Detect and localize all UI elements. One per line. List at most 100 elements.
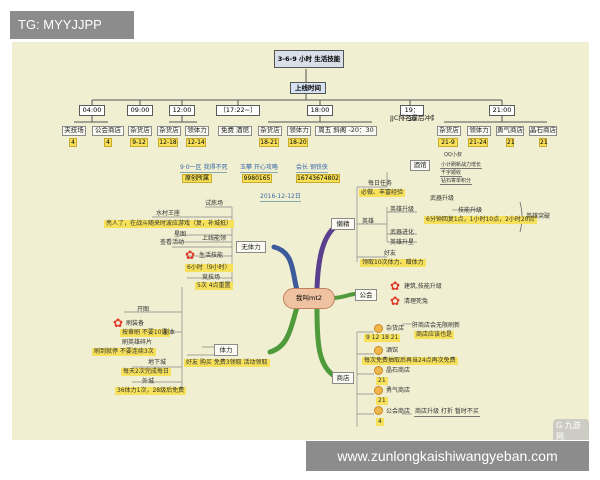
schedule-title: 3-6-9 小时 生活技能	[274, 50, 344, 68]
watermark-url: www.zunlongkaishiwangyeban.com	[306, 441, 589, 471]
hero-node: 英雄	[362, 218, 375, 225]
outer-city-detail: 36体力1次，28级后免费	[115, 387, 187, 395]
author-label: 9·0一区 我得不死	[180, 164, 228, 173]
arena-reset-value: 5次 4点重置	[195, 282, 233, 290]
stamina-branch: 体力	[214, 344, 238, 356]
arena-node: 竞技场	[202, 274, 221, 281]
friends-stamina-detail: 好友 购买 免费3领取 活动领取	[184, 359, 270, 367]
crystal-shop-2100: 晶石商店	[529, 126, 557, 136]
arena-item: 夹技场	[62, 126, 86, 136]
mind-map-canvas: 3-6-9 小时 生活技能 上线时间 04:00 09:00 12:00 〔17…	[12, 42, 589, 440]
guild-shop-item: 公会商店	[92, 126, 124, 136]
grocery-1200-value: 12-18	[158, 138, 178, 147]
stamina-1800-value: 18-20	[288, 138, 308, 147]
water-detail: 亮人了，在战斗随来时波应游戏（复，补城抵）	[104, 220, 235, 228]
skill-detail: 6分钟回复1点，1小时10点，2小时20点	[424, 216, 537, 224]
qq-uncle-node: QQ小叔	[444, 152, 462, 158]
weapon-upgrade-node: 武器升级	[430, 195, 455, 202]
water-village-node: 水村王座	[156, 210, 181, 217]
time-1930: 19：30	[400, 105, 424, 123]
refresh-detail: 商店应该也是	[414, 331, 455, 339]
arena-value: 4	[69, 138, 77, 147]
crystal-shop-value-2: 21	[376, 377, 388, 385]
grocery-node: 杂货店	[386, 325, 405, 332]
lazy-branch: 懒精	[331, 218, 355, 230]
tavern-item-3: 钻石寄单积分	[440, 178, 473, 186]
brush-flower-icon: ✿	[113, 316, 124, 330]
time-0900: 09:00	[127, 105, 153, 116]
courage-shop-2100: 勇气商店	[496, 126, 524, 136]
hero-break-node: 英雄突破	[526, 213, 551, 220]
tavern-shop-detail: 每次免费抽取后再当24点再次免费	[362, 357, 458, 365]
tavern-shop-node: 酒馆	[386, 347, 399, 354]
shop-branch: 商店	[332, 372, 354, 384]
time-0400: 04:00	[79, 105, 105, 116]
life-skill-flower-icon: ✿	[185, 248, 196, 262]
stamina-1200: 领体力	[185, 126, 209, 136]
refresh-node: 肝商店会无限刷新	[412, 322, 461, 329]
online-time-header: 上线时间	[290, 82, 326, 94]
guild-build-flower-icon: ✿	[390, 279, 401, 293]
free-tavern: 免费 酒馆	[218, 126, 252, 136]
life-skill-node: 生活技能	[199, 252, 224, 259]
channel-tag: TG: MYYJJPP	[10, 11, 134, 39]
guild-build-node: 建筑,技能升级	[404, 283, 442, 290]
skill-upgrade-node: 技能升级	[458, 207, 483, 214]
grocery-1800-value: 18-21	[259, 138, 279, 147]
time-1200: 12:00	[169, 105, 195, 116]
time-2100: 21:00	[489, 105, 515, 116]
grocery-1800: 杂货店	[258, 126, 282, 136]
shop-upgrade-node: 商店升级 打折 暂时不买	[414, 408, 480, 417]
grocery-2100-value: 21-9	[438, 138, 458, 147]
guild-branch: 公会	[355, 289, 377, 301]
guild-shop-value-2: 4	[376, 418, 384, 426]
grocery-0900-value: 9-12	[130, 138, 148, 147]
dungeon-open-node: 开图	[137, 306, 150, 313]
brush-detail: 按章刷 不要10连	[120, 329, 170, 337]
grocery-2100: 杂货店	[437, 126, 461, 136]
courage-avatar-icon	[374, 386, 383, 395]
tavern-item-1: 小计刷新战力增长	[440, 162, 483, 170]
hero-upgrade-node: 英雄升级	[390, 206, 415, 213]
underground-node: 地下城	[148, 359, 167, 366]
friend-node: 好友	[384, 250, 397, 257]
author-value: 原创所属	[182, 174, 212, 183]
friend-detail: 领取10次体力、赠体力	[360, 259, 426, 267]
daily-task-node: 每日任务	[368, 180, 393, 187]
connector-lines	[74, 69, 547, 427]
weapon-advance-node: 武器进化	[390, 229, 415, 236]
crystal-avatar-icon	[374, 366, 383, 375]
crystal-shop-node: 晶石商店	[386, 367, 411, 374]
site-logo: G 九游网	[553, 419, 589, 440]
grocery-1200: 杂货店	[157, 126, 181, 136]
copy-node: 副本	[163, 329, 176, 336]
hero-star-node: 英雄升星	[390, 239, 415, 246]
time-1722: 〔17:22~〕	[216, 105, 260, 116]
brush-node: 刷装备	[126, 320, 145, 327]
jjc-rank-box: JJC排名最后冲刺	[390, 114, 434, 122]
courage-shop-value: 21	[506, 138, 515, 147]
outer-city-node: 外城	[142, 378, 155, 385]
stamina-2100: 领体力	[467, 126, 491, 136]
grocery-values: 9 12 18 21	[364, 334, 401, 342]
guild-shop-node: 公会商店	[386, 408, 411, 415]
starry-node: 星图	[174, 231, 187, 238]
underground-detail: 每天2次完成每日	[121, 368, 171, 376]
guild-clear-node: 清理死兔	[404, 298, 429, 305]
center-node: 我叫mt2	[283, 288, 335, 309]
courage-shop-value-2: 21	[376, 397, 388, 405]
elite-detail: 刷到就停 不要连续3次	[92, 348, 156, 356]
daily-task-detail: 必做、丰富经验	[359, 189, 406, 197]
guild-shop-value: 4	[104, 138, 112, 147]
group-label: 玉攀 开心攻略	[240, 164, 278, 173]
qq-value: 16743674802	[296, 174, 340, 183]
no-stamina-branch: 无体力	[236, 241, 266, 253]
courage-shop-node: 勇气商店	[386, 387, 411, 394]
life-skill-value: 6小时（9小时）	[185, 264, 233, 272]
guild-shop-avatar-icon	[374, 406, 383, 415]
stamina-2100-value: 21-24	[468, 138, 488, 147]
stamina-1200-value: 12-14	[186, 138, 206, 147]
elite-node: 刷英雄碎片	[122, 339, 153, 346]
qq-label: 会长 钢铁侠	[296, 164, 328, 173]
crystal-shop-value: 21	[539, 138, 548, 147]
